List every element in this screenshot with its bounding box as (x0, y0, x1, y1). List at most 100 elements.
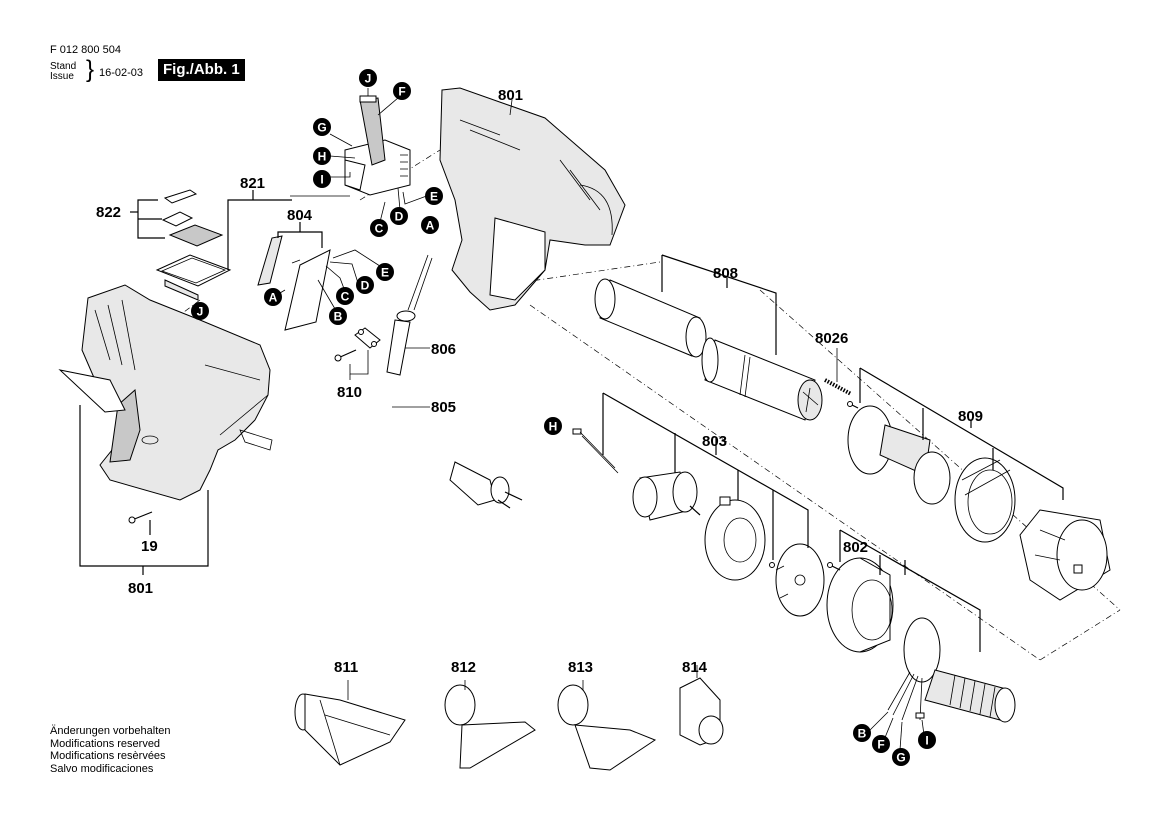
label-801-top: 801 (498, 87, 523, 104)
label-810: 810 (337, 384, 362, 401)
label-19: 19 (141, 538, 158, 555)
label-808: 808 (713, 265, 738, 282)
label-821: 821 (240, 175, 265, 192)
heater-housing-802[interactable] (826, 557, 894, 653)
nozzle-flange-809[interactable] (847, 405, 951, 505)
note-en: Modifications reserved (50, 737, 161, 750)
svg-text:E: E (430, 190, 438, 204)
cable-clamp-810[interactable] (354, 327, 381, 349)
callout-F-bot: F (872, 735, 890, 753)
stand-label: Stand (50, 61, 77, 72)
svg-text:B: B (858, 727, 867, 741)
note-de: Änderungen vorbehalten (50, 725, 171, 737)
callout-H-top: H (313, 147, 331, 165)
bracket-803 (602, 392, 809, 560)
control-board-821[interactable] (155, 254, 232, 301)
callout-805-806 (392, 347, 430, 408)
note-fr: Modifications resèrvées (50, 750, 166, 762)
callout-A-top: A (421, 216, 439, 234)
switch-plate-804[interactable] (284, 249, 331, 331)
svg-text:C: C (375, 222, 384, 236)
callout-H-mid: H (544, 417, 562, 435)
label-813: 813 (568, 659, 593, 676)
spring-8026[interactable] (824, 348, 852, 396)
label-8026: 8026 (815, 330, 848, 347)
label-803: 803 (702, 433, 727, 450)
callout-I-top: I (313, 170, 331, 188)
bracket-801-bottom (79, 405, 209, 575)
svg-text:I: I (320, 173, 323, 187)
nozzle-812[interactable] (444, 680, 536, 769)
label-802: 802 (843, 539, 868, 556)
bracket-804 (277, 222, 323, 248)
svg-text:H: H (318, 150, 327, 164)
svg-text:F: F (877, 738, 884, 752)
electronics-module[interactable] (344, 95, 411, 196)
nozzle-ring-809[interactable] (954, 457, 1016, 543)
fan-housing-803[interactable] (704, 496, 766, 581)
screw-803[interactable] (769, 562, 775, 568)
callout-C-top: C (370, 219, 388, 237)
label-806: 806 (431, 341, 456, 358)
screw-810[interactable] (334, 349, 357, 362)
callout-D-mid: D (356, 276, 374, 294)
svg-text:B: B (334, 310, 343, 324)
issue-date: 16-02-03 (99, 67, 144, 79)
housing-right-half[interactable] (439, 87, 626, 311)
svg-text:A: A (269, 291, 278, 305)
bracket-802 (839, 529, 981, 652)
bracket-821 (227, 190, 292, 270)
bracket-810 (349, 350, 369, 380)
svg-text:F: F (398, 85, 405, 99)
callout-801-top (509, 99, 513, 116)
nozzle-cap-809[interactable] (1019, 509, 1111, 601)
housing-left-half[interactable] (58, 284, 273, 501)
nozzle-813[interactable] (557, 680, 657, 771)
svg-text:D: D (395, 210, 404, 224)
svg-text:G: G (896, 751, 905, 765)
svg-text:J: J (365, 72, 372, 86)
svg-text:H: H (549, 420, 558, 434)
fan-impeller-803[interactable] (775, 543, 825, 617)
callout-D-top: D (390, 207, 408, 225)
button-frame-822[interactable] (163, 189, 198, 204)
label-805: 805 (431, 399, 456, 416)
callout-C-mid: C (336, 287, 354, 305)
callout-B-bot: B (853, 724, 871, 742)
display-panel-822[interactable] (168, 224, 224, 247)
label-804: 804 (287, 207, 313, 224)
callout-lines-electronics (290, 88, 433, 223)
connector-callouts: J F G H I C D E A J A B C D E H B F G I (191, 69, 936, 766)
mains-plug[interactable] (449, 461, 523, 509)
callout-E-mid: E (376, 263, 394, 281)
callout-F-top: F (393, 82, 411, 100)
callout-B-mid: B (329, 307, 347, 325)
svg-text:E: E (381, 266, 389, 280)
nozzle-811[interactable] (294, 680, 406, 766)
screw-802[interactable] (827, 562, 841, 571)
button-cap-822[interactable] (161, 211, 194, 227)
svg-text:C: C (341, 290, 350, 304)
callout-I-bot: I (918, 731, 936, 749)
issue-label: Issue (50, 71, 74, 82)
nozzle-814[interactable] (679, 665, 724, 746)
switch-slider-804[interactable] (257, 235, 283, 286)
label-809: 809 (958, 408, 983, 425)
label-812: 812 (451, 659, 476, 676)
screw-19[interactable] (128, 511, 153, 524)
label-822: 822 (96, 204, 121, 221)
screw-8026[interactable] (847, 401, 859, 409)
wire-harness-h[interactable] (572, 428, 619, 474)
callout-J-top: J (359, 69, 377, 87)
brace-icon: } (86, 56, 95, 83)
heating-element-808[interactable] (701, 337, 823, 421)
callout-E-top: E (425, 187, 443, 205)
heater-coil-802[interactable] (903, 617, 1016, 723)
heating-tube-808[interactable] (594, 278, 707, 358)
label-814: 814 (682, 659, 708, 676)
figure-label: Fig./Abb. 1 (158, 59, 245, 81)
cable-sleeve-806[interactable] (386, 254, 433, 376)
motor-803[interactable] (632, 471, 701, 521)
bracket-822 (130, 199, 165, 239)
